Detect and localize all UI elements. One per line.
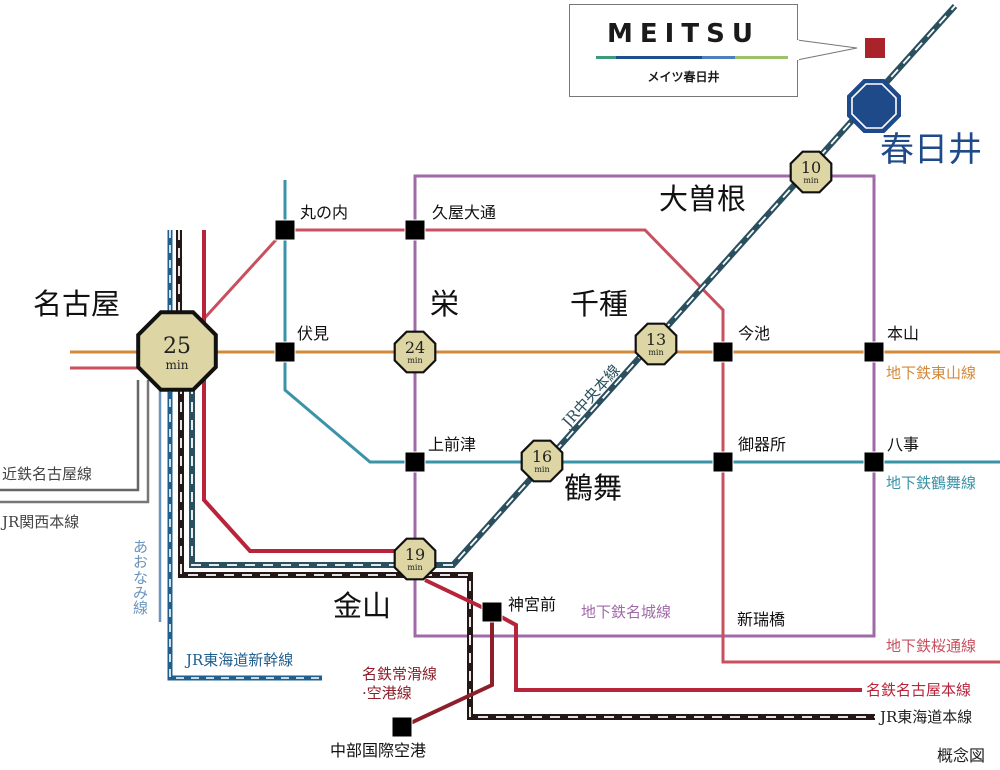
line-label-higashiyama: 地下鉄東山線 xyxy=(886,364,977,382)
line-jr-shinkansen xyxy=(167,230,322,681)
line-label-meitetsu-nagoya: 名鉄名古屋本線 xyxy=(866,681,972,699)
station-label-motoyama: 本山 xyxy=(887,324,920,343)
hub-label-sakae: 栄 xyxy=(430,287,460,321)
hub-unit-nagoya: min xyxy=(166,358,189,372)
station-marker-hisaya-odori xyxy=(404,219,426,241)
station-label-chubu-airport: 中部国際空港 xyxy=(330,741,427,760)
hub-octagon-sakae xyxy=(393,330,437,374)
station-marker-chubu-airport xyxy=(391,716,413,738)
property-name: メイツ春日井 xyxy=(647,70,720,84)
hub-minutes-kanayama: 19 xyxy=(405,545,425,564)
line-jr-tokaido xyxy=(176,230,875,720)
hub-label-nagoya: 名古屋 xyxy=(33,287,121,321)
hub-label-tsurumai: 鶴舞 xyxy=(564,471,623,505)
line-label-jr-tokaido: JR東海道本線 xyxy=(880,708,973,726)
hub-octagon-ozone xyxy=(789,150,833,194)
station-label-kamimaezu: 上前津 xyxy=(428,435,477,454)
hub-minutes-chikusa: 13 xyxy=(646,330,666,349)
hub-label-ozone: 大曽根 xyxy=(659,182,747,216)
station-marker-jingu-mae xyxy=(481,601,503,623)
line-label-jr-shinkansen: JR東海道新幹線 xyxy=(186,651,294,669)
line-jr-kansai xyxy=(0,380,150,504)
hub-minutes-ozone: 10 xyxy=(801,158,821,177)
hub-unit-chikusa: min xyxy=(648,348,663,357)
kasugai-station-marker xyxy=(847,79,901,133)
line-jr-chuo xyxy=(189,3,958,568)
line-label-sakuradori: 地下鉄桜通線 xyxy=(886,637,977,655)
hub-octagon-tsurumai xyxy=(520,439,564,483)
destination-label-kasugai: 春日井 xyxy=(880,130,982,170)
diagram-note: 概念図 xyxy=(937,746,986,765)
station-label-jingu-mae: 神宮前 xyxy=(508,595,557,614)
station-label-marunouchi: 丸の内 xyxy=(300,203,349,222)
station-label-imaike: 今池 xyxy=(738,324,771,343)
line-tsurumai xyxy=(283,180,1000,464)
brand-color-bar xyxy=(596,56,788,59)
hub-octagon-chikusa xyxy=(634,322,678,366)
line-label-meitetsu-airport-2: ·空港線 xyxy=(362,684,412,702)
line-label-aonami: あおなみ線 xyxy=(133,538,149,618)
line-label-kintetsu: 近鉄名古屋線 xyxy=(2,465,93,483)
station-marker-gokiso xyxy=(712,451,734,473)
logo-callout-pointer xyxy=(796,39,858,61)
hub-unit-kanayama: min xyxy=(407,563,422,572)
line-meijo xyxy=(413,174,876,638)
station-marker-marunouchi xyxy=(274,219,296,241)
hub-minutes-sakae: 24 xyxy=(405,338,425,357)
hub-octagon-kanayama xyxy=(393,537,437,581)
hub-unit-ozone: min xyxy=(803,176,818,185)
station-label-yagoto: 八事 xyxy=(887,435,920,454)
hub-label-chikusa: 千種 xyxy=(570,287,629,321)
station-label-hisaya-odori: 久屋大通 xyxy=(432,203,497,222)
line-kintetsu xyxy=(0,380,140,492)
station-marker-kamimaezu xyxy=(404,451,426,473)
hub-label-kanayama: 金山 xyxy=(333,589,392,623)
line-label-jr-kansai: JR関西本線 xyxy=(2,513,80,531)
line-label-tsurumai: 地下鉄鶴舞線 xyxy=(886,474,977,492)
property-logo-callout: MEITSU メイツ春日井 xyxy=(569,4,798,97)
line-label-meijo: 地下鉄名城線 xyxy=(581,603,672,621)
station-marker-motoyama xyxy=(863,341,885,363)
hub-unit-sakae: min xyxy=(407,356,422,365)
station-label-shin-mizuhobashi: 新瑞橋 xyxy=(737,610,786,629)
brand-logo: MEITSU xyxy=(607,19,760,49)
station-label-gokiso: 御器所 xyxy=(738,435,787,454)
station-marker-imaike xyxy=(712,341,734,363)
station-label-fushimi: 伏見 xyxy=(297,324,330,343)
hub-unit-tsurumai: min xyxy=(534,465,549,474)
line-meitetsu-airport xyxy=(401,612,494,729)
station-marker-fushimi xyxy=(274,341,296,363)
line-label-meitetsu-airport: 名鉄常滑線 xyxy=(362,665,438,683)
hub-octagon-nagoya xyxy=(136,310,218,392)
property-marker xyxy=(865,38,885,58)
station-marker-yagoto xyxy=(863,451,885,473)
hub-minutes-tsurumai: 16 xyxy=(532,447,552,466)
hub-minutes-nagoya: 25 xyxy=(163,334,191,359)
